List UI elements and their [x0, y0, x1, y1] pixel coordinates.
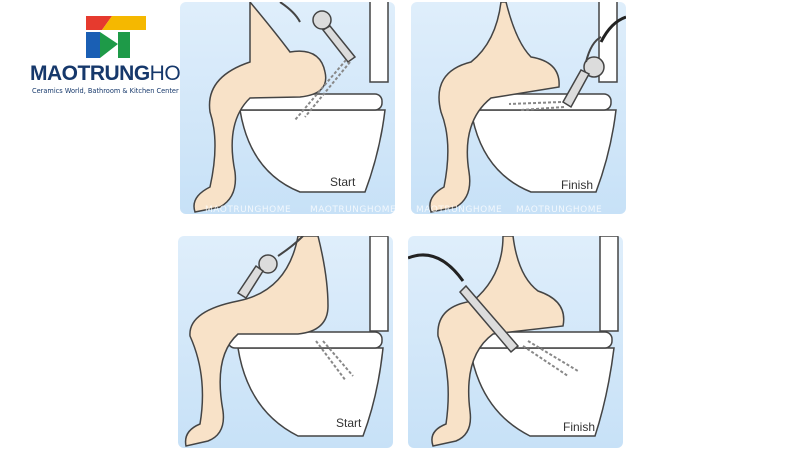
illustration-panel-start-bottom: Start — [178, 236, 393, 448]
panel-caption: Finish — [563, 420, 596, 434]
toilet-illustration — [193, 2, 389, 213]
brand-tagline: Ceramics World, Bathroom & Kitchen Cente… — [32, 87, 179, 95]
logo-mark-icon — [86, 16, 146, 58]
watermark-text: MAOTRUNGHOME — [205, 205, 292, 214]
panel-caption: Start — [336, 416, 362, 430]
toilet-illustration — [429, 2, 626, 213]
brand-name-bold: MAOTRUNG — [30, 62, 150, 85]
toilet-illustration — [408, 236, 619, 447]
panel-caption: Start — [330, 175, 356, 189]
watermark-text: MAOTRUNGHOME — [516, 205, 603, 214]
watermark-text: MAOTRUNGHOME — [416, 205, 503, 214]
toilet-illustration — [184, 236, 389, 447]
illustration-panel-start-top: Start MAOTRUNGHOME MAOTRUNGHOME — [180, 2, 395, 214]
panel-caption: Finish — [561, 178, 594, 192]
illustration-panel-finish-bottom: Finish — [408, 236, 623, 448]
illustration-panel-finish-top: Finish MAOTRUNGHOME MAOTRUNGHOME — [411, 2, 626, 214]
watermark-text: MAOTRUNGHOME — [310, 205, 395, 214]
